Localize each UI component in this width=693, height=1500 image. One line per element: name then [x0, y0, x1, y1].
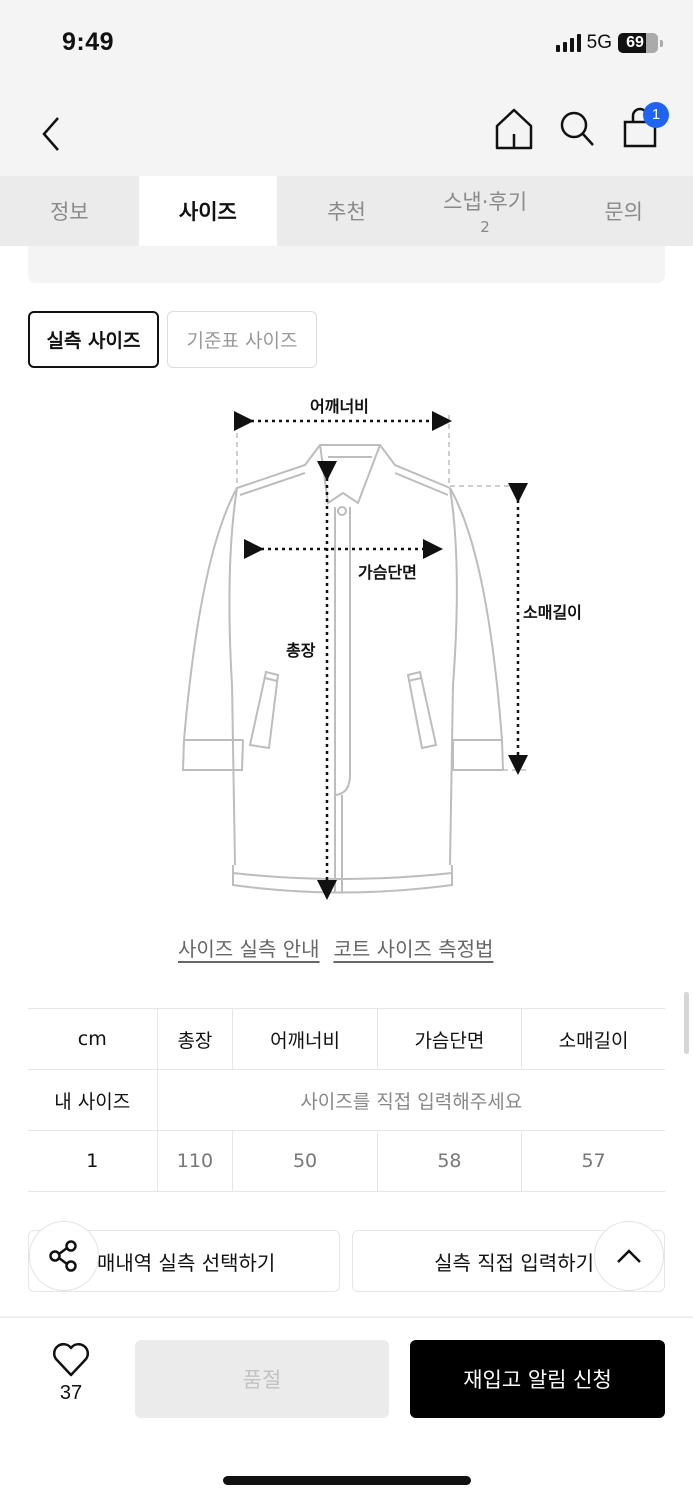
tab-info[interactable]: 정보 — [0, 176, 139, 246]
chest-value: 58 — [376, 1130, 522, 1192]
size-label: 1 — [28, 1130, 157, 1192]
size-measure-guide-link[interactable]: 사이즈 실측 안내 — [178, 937, 320, 961]
sleeve-label: 소매길이 — [523, 603, 582, 622]
length-value: 110 — [156, 1130, 233, 1192]
status-time: 9:49 — [62, 28, 115, 56]
table-row: 1 110 50 58 57 — [28, 1130, 665, 1192]
tab-snap-review[interactable]: 스냅·후기 2 — [416, 176, 555, 246]
size-type-toggle: 실측 사이즈 기준표 사이즈 — [28, 311, 317, 368]
header-sleeve: 소매길이 — [521, 1008, 665, 1070]
table-header-row: cm 총장 어깨너비 가슴단면 소매길이 — [28, 1008, 665, 1070]
heart-icon — [53, 1343, 89, 1377]
tab-label: 스냅·후기 — [443, 190, 528, 214]
chevron-left-icon — [42, 117, 59, 151]
tab-label: 사이즈 — [178, 200, 237, 224]
chest-label: 가슴단면 — [358, 563, 417, 582]
size-action-row: 매내역 실측 선택하기 실측 직접 입력하기 — [28, 1230, 665, 1292]
coat-measurement-diagram: 어깨너비 가슴단면 총장 소매길이 — [170, 385, 610, 905]
length-label: 총장 — [286, 641, 316, 660]
home-indicator — [223, 1476, 471, 1485]
cart-badge: 1 — [643, 102, 669, 128]
header-chest: 가슴단면 — [376, 1008, 522, 1070]
size-table: cm 총장 어깨너비 가슴단면 소매길이 내 사이즈 사이즈를 직접 입력해주세… — [28, 1008, 665, 1192]
shoulder-label: 어깨너비 — [310, 397, 369, 416]
scroll-to-top-button[interactable] — [594, 1221, 664, 1291]
back-button[interactable] — [36, 108, 72, 152]
bottom-purchase-bar: 37 품절 재입고 알림 신청 — [0, 1318, 693, 1500]
header-unit: cm — [28, 1008, 157, 1070]
signal-icon — [555, 34, 581, 52]
battery-tip — [660, 39, 663, 47]
my-size-row: 내 사이즈 사이즈를 직접 입력해주세요 — [28, 1069, 665, 1131]
coat-illustration — [181, 411, 528, 900]
my-size-input[interactable]: 사이즈를 직접 입력해주세요 — [156, 1069, 665, 1131]
battery-icon: 69 — [618, 33, 658, 53]
status-indicators: 5G 69 — [555, 32, 663, 54]
header-shoulder: 어깨너비 — [232, 1008, 378, 1070]
coat-measure-guide-link[interactable]: 코트 사이즈 측정법 — [333, 937, 494, 961]
tab-label: 추천 — [327, 200, 366, 224]
nav-actions: 1 — [493, 102, 669, 150]
tab-size[interactable]: 사이즈 — [138, 176, 278, 246]
home-icon — [495, 108, 533, 150]
shoulder-value: 50 — [232, 1130, 378, 1192]
bottom-divider — [0, 1316, 693, 1318]
sleeve-value: 57 — [521, 1130, 665, 1192]
actual-size-button[interactable]: 실측 사이즈 — [28, 311, 159, 368]
chevron-up-icon — [617, 1249, 641, 1263]
info-box — [28, 246, 665, 283]
size-guide-links: 사이즈 실측 안내 코트 사이즈 측정법 — [178, 933, 493, 962]
top-nav-bar: 1 — [0, 90, 693, 176]
share-button[interactable] — [29, 1221, 99, 1291]
search-icon — [560, 111, 594, 146]
product-tabs: 정보 사이즈 추천 스냅·후기 2 문의 — [0, 176, 693, 246]
tab-recommend[interactable]: 추천 — [277, 176, 416, 246]
like-count: 37 — [59, 1382, 83, 1404]
header-length: 총장 — [156, 1008, 233, 1070]
battery-level: 69 — [626, 34, 644, 51]
tab-label: 문의 — [604, 200, 643, 224]
my-size-label: 내 사이즈 — [28, 1069, 157, 1131]
tab-inquiry[interactable]: 문의 — [554, 176, 693, 246]
tab-count: 2 — [480, 218, 490, 236]
network-type: 5G — [586, 32, 612, 53]
scrollbar[interactable] — [684, 992, 689, 1054]
tab-label: 정보 — [49, 200, 89, 224]
status-bar: 9:49 5G 69 — [0, 0, 693, 90]
search-button[interactable] — [557, 106, 599, 150]
home-button[interactable] — [493, 106, 535, 150]
standard-size-button[interactable]: 기준표 사이즈 — [167, 311, 317, 368]
like-button[interactable]: 37 — [48, 1342, 94, 1405]
cart-button[interactable]: 1 — [621, 102, 669, 150]
sold-out-button: 품절 — [135, 1340, 389, 1418]
restock-alert-button[interactable]: 재입고 알림 신청 — [410, 1340, 665, 1418]
share-icon — [49, 1240, 77, 1272]
